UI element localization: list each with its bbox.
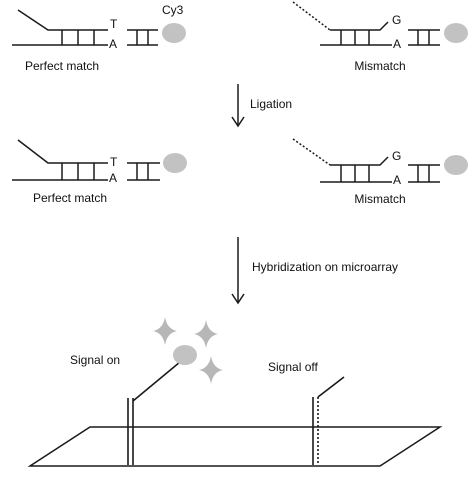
sparkle-icon: [199, 356, 223, 384]
stage2-left-base-bottom: A: [109, 171, 117, 185]
probe-strand-upper: [17, 9, 108, 31]
stage1-right-base-bottom: A: [393, 37, 401, 51]
probe-strand-upper: [17, 139, 108, 164]
sparkle-icon: [194, 320, 218, 348]
stage1-left-base-bottom: A: [109, 37, 117, 51]
probe-strand-upper-dotted: [292, 138, 331, 166]
stage2-right-base-bottom: A: [393, 173, 401, 187]
stage1-left-label: Perfect match: [25, 59, 99, 73]
stage1-mismatch: [292, 1, 440, 46]
stage2-mismatch: [292, 138, 440, 183]
hybridization-label: Hybridization on microarray: [252, 260, 398, 274]
dye-blob: [444, 23, 468, 43]
ligation-label: Ligation: [250, 97, 292, 111]
signal-dye-blob: [173, 345, 197, 365]
stage2-perfect-match: [12, 139, 160, 181]
probe-strand-upper: [330, 21, 389, 31]
signal-on-spot: [127, 361, 181, 465]
stage2-right-label: Mismatch: [354, 192, 405, 206]
stage1-right-base-top: G: [392, 13, 401, 27]
cy3-dye-blob: [162, 23, 186, 43]
stage1-left-base-top: T: [110, 17, 118, 31]
hybridized-probe-tail: [132, 361, 181, 402]
probe-strand-upper-dotted: [292, 1, 331, 31]
stage2-left-base-top: T: [110, 155, 118, 169]
stage1-perfect-match: [12, 9, 158, 46]
stage2-left-label: Perfect match: [33, 191, 107, 205]
signal-off-label: Signal off: [268, 360, 318, 374]
dye-blob: [163, 153, 187, 173]
ligation-arrow: [231, 84, 245, 128]
signal-off-spot: [312, 376, 345, 465]
probe-strand-upper: [330, 156, 389, 166]
probe-tail: [317, 376, 345, 398]
microarray-slide: [27, 426, 443, 467]
sparkle-icon: [153, 317, 177, 345]
dye-blob: [444, 155, 468, 175]
hybridization-arrow: [231, 237, 245, 305]
stage1-right-label: Mismatch: [354, 59, 405, 73]
stage2-right-base-top: G: [392, 149, 401, 163]
cy3-dye-label: Cy3: [162, 3, 184, 17]
signal-on-label: Signal on: [70, 353, 120, 367]
